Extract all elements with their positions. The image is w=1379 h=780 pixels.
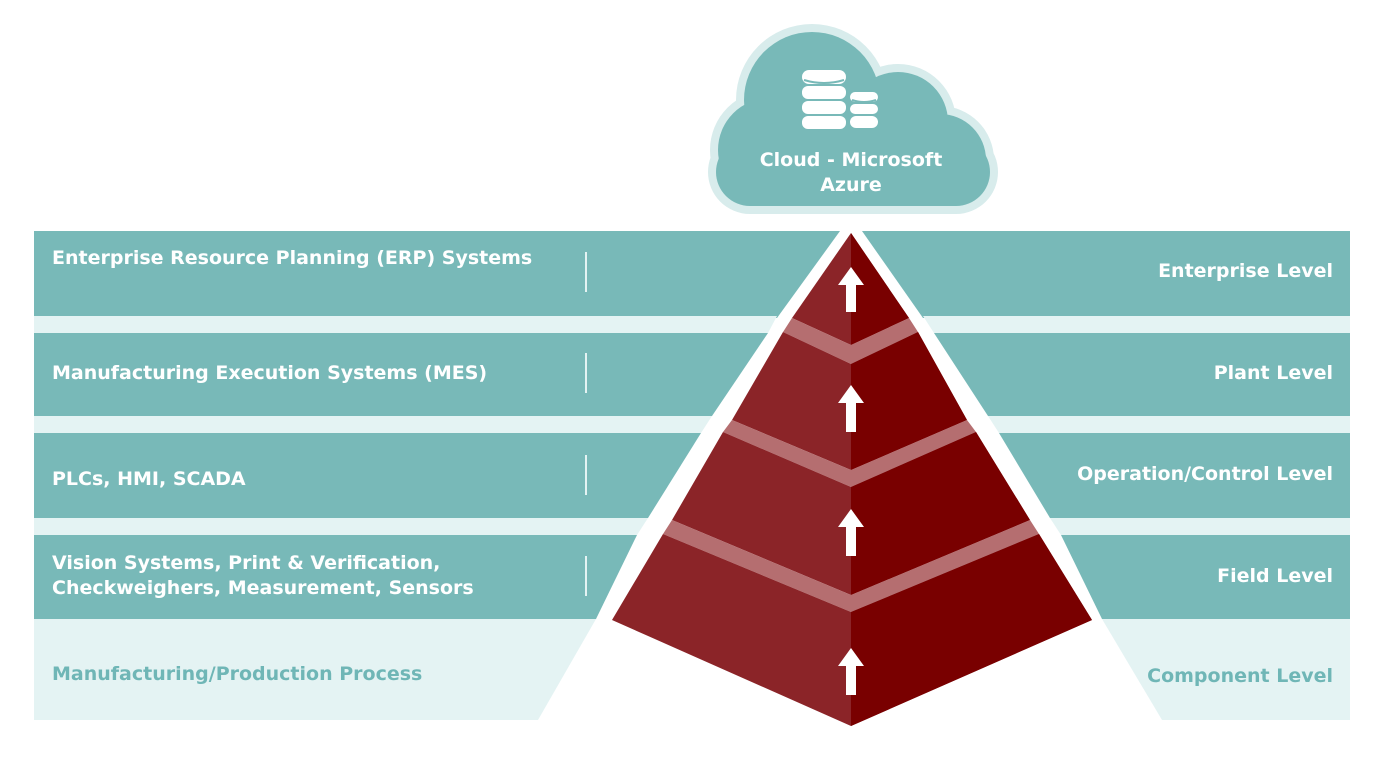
band-field-right: [1061, 535, 1350, 619]
component-level-label: Component Level: [1147, 665, 1333, 687]
process-label: Manufacturing/Production Process: [52, 663, 423, 685]
operation-control-level-label: Operation/Control Level: [1077, 463, 1333, 485]
band-gap: [34, 518, 648, 535]
up-arrow-icon: [838, 267, 864, 695]
layer-bands: [34, 231, 1350, 720]
band-gap: [34, 316, 777, 333]
band-erp-right: [862, 231, 1350, 318]
band-process-left: [34, 619, 596, 720]
plc-label: PLCs, HMI, SCADA: [52, 468, 246, 490]
band-plc-right: [999, 433, 1350, 518]
band-field-left: [34, 535, 637, 619]
cloud-title: Cloud - Microsoft Azure: [759, 149, 943, 196]
band-gap: [1050, 518, 1350, 535]
cloud-shape: [708, 24, 998, 214]
band-process-right: [1102, 619, 1350, 720]
field-level-label: Field Level: [1217, 565, 1333, 587]
enterprise-level-label: Enterprise Level: [1158, 260, 1333, 282]
band-plc-left: [34, 433, 701, 518]
database-icon: [802, 70, 878, 129]
band-gap: [34, 416, 712, 433]
band-gap: [988, 416, 1350, 433]
field-devices-label: Vision Systems, Print & Verification, Ch…: [52, 552, 474, 599]
erp-label: Enterprise Resource Planning (ERP) Syste…: [52, 247, 533, 269]
mes-label: Manufacturing Execution Systems (MES): [52, 362, 488, 384]
band-gap: [923, 316, 1350, 333]
band-mes-right: [934, 333, 1350, 416]
band-erp-left: [34, 231, 840, 318]
band-mes-left: [34, 333, 768, 416]
plant-level-label: Plant Level: [1213, 362, 1333, 384]
